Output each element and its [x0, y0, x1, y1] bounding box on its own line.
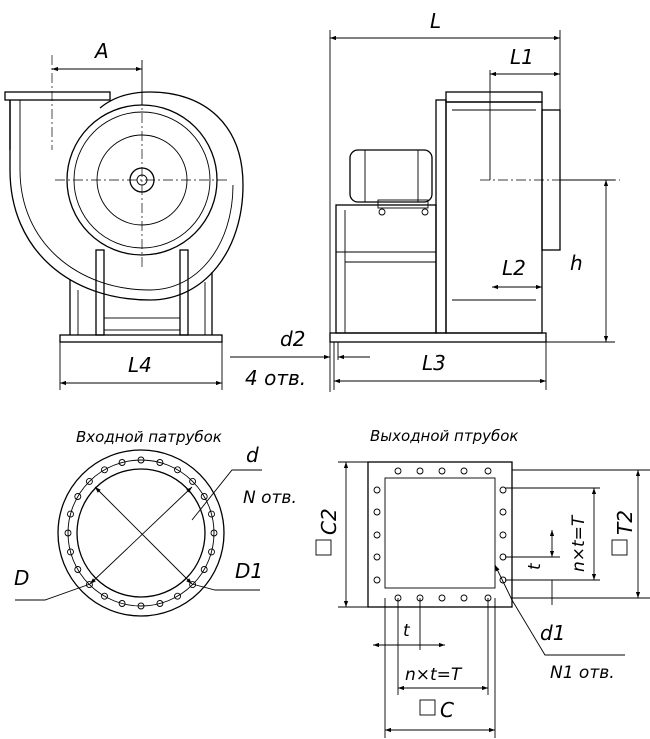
bolt-hole [67, 510, 74, 518]
bolt-hole [499, 531, 507, 539]
bolt-hole [438, 594, 446, 602]
bolt-hole [101, 466, 108, 474]
bolt-hole [499, 486, 507, 494]
outlet-title: Выходной птрубок [370, 427, 519, 445]
dim-L2: L2 [502, 256, 526, 280]
bolt-hole [373, 576, 381, 584]
bolt-hole [416, 467, 424, 475]
front-view: A L4 [4, 39, 244, 390]
dim-d1: d1 [540, 621, 565, 645]
outlet-flange-view: Выходной птрубок C2 T2 n×t=T t d1 N1 отв… [315, 427, 650, 738]
dim-d: d [246, 443, 259, 467]
bolt-hole [64, 529, 72, 537]
bolt-hole [85, 477, 93, 485]
bolt-hole [137, 602, 145, 610]
bolt-hole [174, 466, 181, 474]
dim-L3: L3 [422, 351, 446, 375]
bolt-hole [208, 510, 215, 518]
dim-A: A [93, 39, 109, 63]
bolt-hole [67, 548, 74, 556]
side-view: L L1 L2 h L3 d2 4 отв. [230, 9, 620, 392]
dim-D1: D1 [235, 559, 263, 583]
bolt-hole [74, 566, 82, 573]
dim-T2: T2 [613, 510, 637, 535]
holes-count-N1: N1 отв. [550, 663, 615, 683]
bolt-hole [373, 553, 381, 561]
bolt-hole [189, 477, 197, 485]
dim-d2: d2 [280, 327, 305, 351]
bolt-hole [438, 467, 446, 475]
dim-nT-vertical: n×t=T [569, 514, 589, 572]
dim-t-vertical: t [525, 562, 545, 570]
bolt-hole [460, 467, 468, 475]
dim-L: L [430, 9, 441, 33]
bolt-hole [208, 548, 215, 556]
inlet-title: Входной патрубок [76, 428, 222, 446]
bolt-hole [200, 566, 208, 573]
bolt-hole [460, 594, 468, 602]
bolt-hole [373, 531, 381, 539]
bolt-hole [484, 467, 492, 475]
outlet-bolt-holes [373, 467, 507, 602]
dim-nT-horizontal: n×t=T [405, 665, 463, 685]
dim-t-horizontal: t [403, 621, 411, 641]
bolt-hole [156, 459, 164, 466]
dim-h: h [570, 251, 583, 275]
holes-count-N: N отв. [243, 488, 297, 508]
dim-L1: L1 [510, 45, 534, 69]
holes-count-4: 4 отв. [245, 366, 306, 390]
bolt-hole [101, 592, 108, 600]
dim-D: D [14, 566, 29, 590]
dim-C2: C2 [317, 508, 341, 535]
inlet-flange-view: Входной патрубок D D1 d N отв. [14, 428, 297, 617]
bolt-hole [118, 600, 126, 607]
bolt-hole [74, 493, 82, 500]
bolt-hole [210, 529, 218, 537]
bolt-hole [394, 467, 402, 475]
bolt-hole [373, 486, 381, 494]
bolt-hole [499, 508, 507, 516]
dim-L4: L4 [128, 353, 152, 377]
dim-C: C [440, 698, 454, 722]
bolt-hole [85, 581, 93, 589]
bolt-hole [137, 456, 145, 464]
bolt-hole [373, 508, 381, 516]
bolt-hole [174, 592, 181, 600]
bolt-hole [156, 600, 164, 607]
inlet-bolt-holes [64, 456, 218, 610]
bolt-hole [118, 459, 126, 466]
bolt-hole [200, 493, 208, 500]
